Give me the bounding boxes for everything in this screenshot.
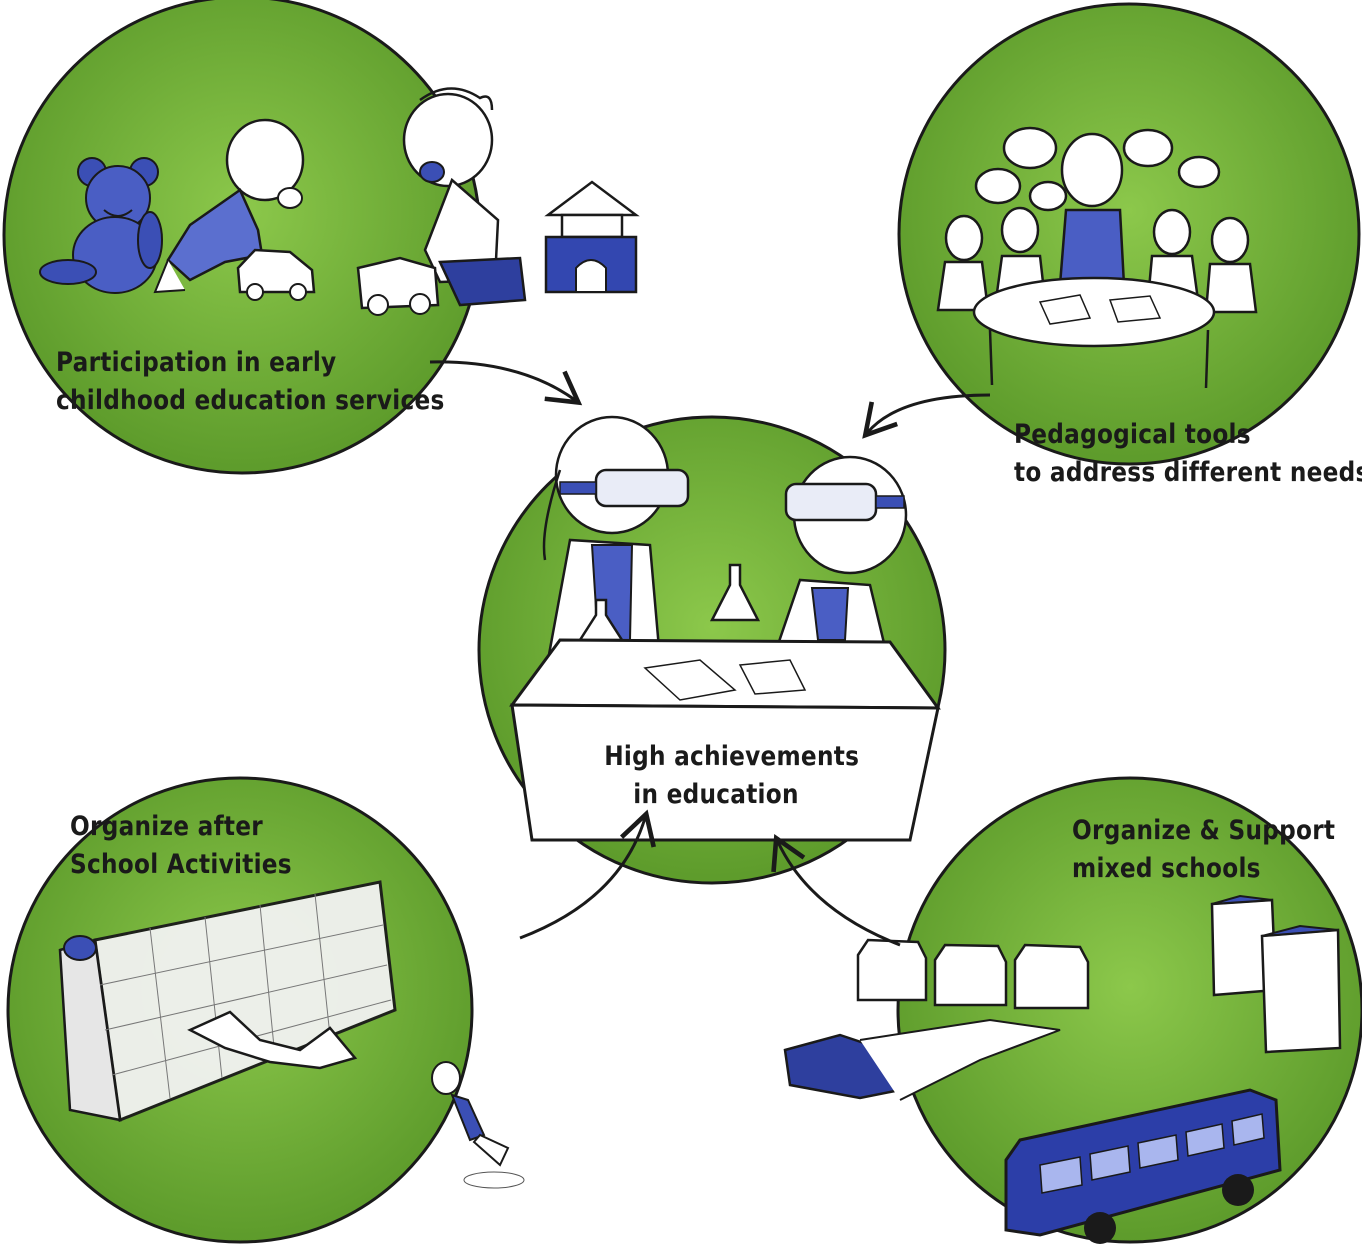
label-top-left: Participation in early childhood educati…: [56, 344, 445, 420]
label-bottom-right-line1: Organize & Support: [1072, 815, 1336, 846]
label-top-left-line1: Participation in early: [56, 347, 337, 378]
label-top-right-line1: Pedagogical tools: [1014, 419, 1251, 450]
label-bottom-left-line2: School Activities: [70, 849, 292, 880]
toy-castle-icon: [544, 180, 640, 294]
houses-icon: [856, 938, 1090, 1010]
label-bottom-left-line1: Organize after: [70, 811, 264, 842]
toy-car-icon: [236, 248, 316, 301]
toddler-icon: [402, 87, 527, 307]
desk: [509, 638, 941, 842]
label-top-left-line2: childhood education services: [56, 385, 445, 416]
label-bottom-right: Organize & Support mixed schools: [1072, 812, 1335, 888]
speech-bubble-icon: [974, 126, 1221, 212]
teddy-bear-icon: [39, 157, 163, 294]
label-bottom-right-line2: mixed schools: [1072, 853, 1261, 884]
apartment-tower-icon: [1210, 894, 1342, 1054]
soccer-goal-icon: [58, 880, 397, 1123]
arrow-bottom-right-to-center: [771, 833, 901, 947]
label-center-line2: in education: [633, 779, 799, 810]
teacher-icon: [1058, 132, 1126, 287]
goggles-icon: [559, 468, 905, 522]
crawling-baby-icon: [153, 118, 305, 294]
label-center-line1: High achievements: [604, 741, 860, 772]
goalkeeper-icon: [187, 1010, 358, 1070]
arrow-top-right-to-center: [862, 393, 991, 439]
arrow-bottom-left-to-center: [519, 809, 656, 940]
school-building-icon: [783, 1018, 1061, 1101]
flask-icon: [577, 563, 761, 642]
circle-top-right: [897, 2, 1361, 466]
round-table-icon: [972, 276, 1216, 389]
label-center: High achievements in education: [604, 738, 860, 814]
arrow-top-left-to-center: [429, 360, 583, 406]
label-bottom-left: Organize after School Activities: [70, 808, 292, 884]
runner-icon: [431, 1061, 525, 1189]
toy-truck-icon: [356, 256, 440, 316]
label-top-right: Pedagogical tools to address different n…: [1014, 416, 1362, 492]
label-top-right-line2: to address different needs: [1014, 457, 1362, 488]
school-bus-icon: [1004, 1088, 1282, 1244]
